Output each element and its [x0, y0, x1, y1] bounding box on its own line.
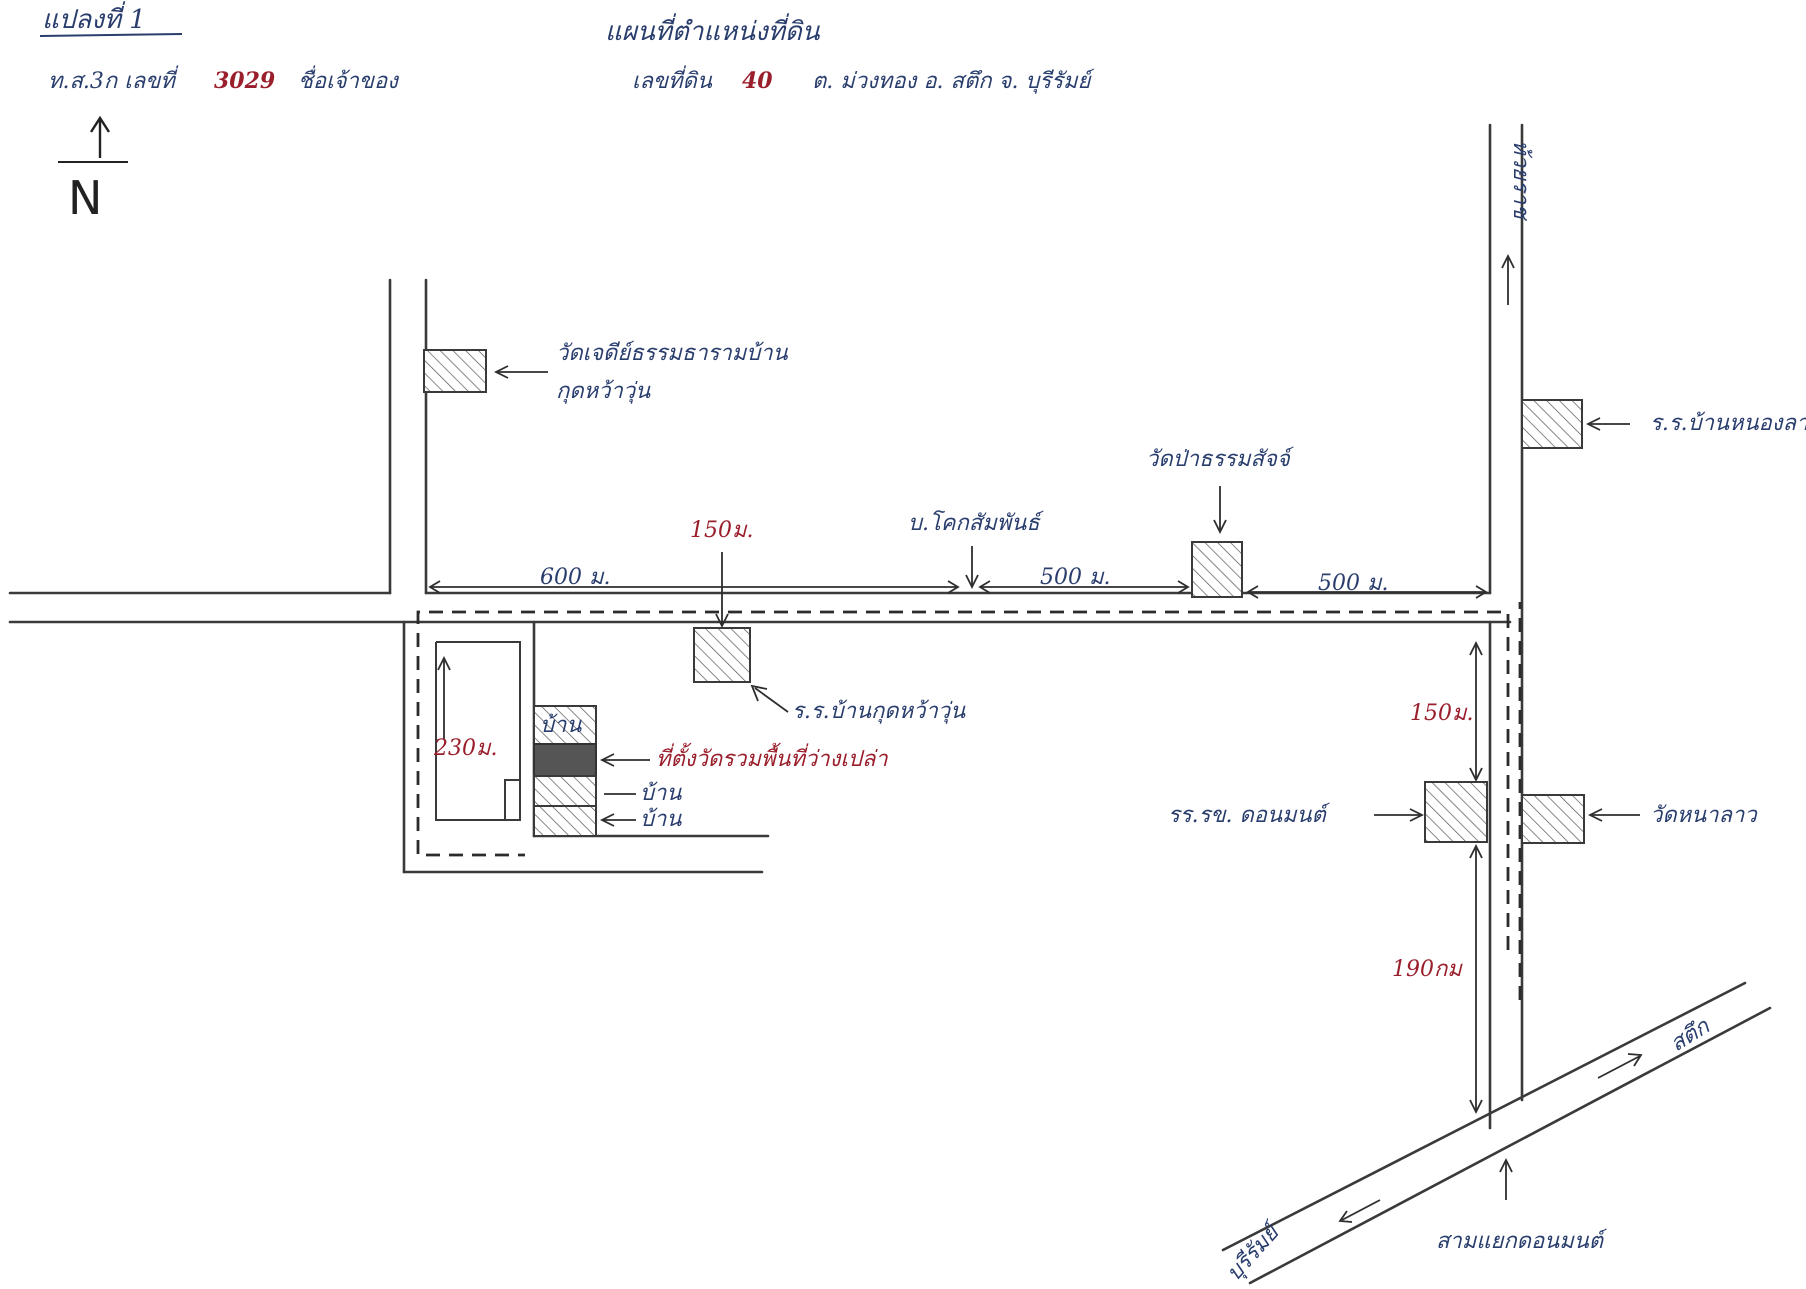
- header-line: ท.ส.3ก เลขที่ 3029 ชื่อเจ้าของ เลขที่ดิน…: [48, 65, 1095, 94]
- label-distance-500a: 500 ม.: [1040, 565, 1110, 590]
- label-site: ที่ตั้งวัดรวมพื้นที่ว่างเปล่า: [656, 742, 888, 772]
- map-labels: วัดเจดีย์ธรรมธารามบ้าน กุดหว้าวุ่น ห้วยร…: [433, 140, 1806, 1286]
- label-distance-190: 190กม: [1392, 957, 1463, 982]
- header-owner: ชื่อเจ้าของ: [298, 65, 400, 94]
- header-land-no: เลขที่ดิน: [632, 65, 713, 94]
- label-temple-east: วัดหนาลาว: [1650, 803, 1758, 828]
- label-temple-northwest-2: กุดหว้าวุ่น: [556, 379, 651, 404]
- north-arrow-icon: N: [58, 115, 128, 225]
- label-distance-600: 600 ม.: [540, 565, 610, 590]
- label-house-3: บ้าน: [640, 807, 682, 832]
- label-distance-150-top: 150ม.: [690, 518, 754, 543]
- label-house-1: บ้าน: [540, 713, 582, 738]
- route-path: [416, 610, 1510, 950]
- map-title: แผนที่ตำแหน่งที่ดิน: [605, 13, 821, 47]
- label-distance-150-right: 150ม.: [1410, 701, 1474, 726]
- header-deed: ท.ส.3ก เลขที่: [48, 65, 179, 94]
- label-school-center: ร.ร.บ้านกุดหว้าวุ่น: [792, 699, 966, 724]
- header-deed-number: 3029: [214, 68, 275, 94]
- label-school-junction: รร.รข. ดอนมนต์: [1168, 802, 1331, 828]
- plot-label: แปลงที่ 1: [42, 1, 146, 35]
- house-3-building: [533, 805, 597, 837]
- north-letter: N: [68, 171, 102, 225]
- label-destination-southwest: บุรีรัมย์: [1221, 1217, 1287, 1286]
- school-center-building: [693, 627, 751, 683]
- label-distance-500b: 500 ม.: [1318, 571, 1388, 596]
- temple-east-building: [1521, 794, 1585, 844]
- label-temple-northwest-1: วัดเจดีย์ธรรมธารามบ้าน: [556, 340, 789, 366]
- label-house-2: บ้าน: [640, 781, 682, 806]
- temple-northwest-building: [423, 349, 487, 393]
- label-junction: สามแยกดอนมนต์: [1436, 1228, 1608, 1254]
- site-building: [533, 743, 597, 777]
- school-junction-building: [1424, 781, 1488, 843]
- temple-center-building: [1191, 541, 1243, 598]
- dimension-arrows: [428, 253, 1643, 1223]
- label-destination-north: ห้วยราช: [1508, 140, 1533, 222]
- house-2-building: [533, 775, 597, 807]
- label-school-east: ร.ร.บ้านหนองลาว: [1650, 411, 1806, 436]
- plot-label-underline: [39, 33, 183, 37]
- school-east-building: [1521, 399, 1583, 449]
- loop-road-inner: [435, 641, 521, 821]
- label-village-center: บ.โคกสัมพันธ์: [908, 510, 1045, 536]
- header-land-no-value: 40: [742, 68, 773, 94]
- label-distance-230: 230ม.: [433, 736, 498, 761]
- label-temple-center: วัดป่าธรรมสัจจ์: [1146, 446, 1295, 472]
- header-location: ต. ม่วงทอง อ. สตึก จ. บุรีรัมย์: [812, 68, 1095, 94]
